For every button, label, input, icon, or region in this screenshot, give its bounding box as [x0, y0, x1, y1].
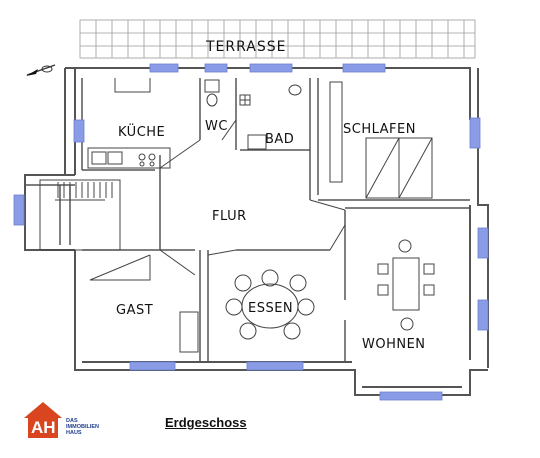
dining-set-essen	[225, 269, 315, 340]
window	[379, 391, 443, 401]
room-label-wc: WC	[205, 119, 228, 134]
window	[149, 63, 179, 73]
window	[469, 117, 481, 149]
window	[249, 63, 293, 73]
company-logo: AH DAS IMMOBILIEN HAUS	[22, 398, 118, 444]
logo-line-2: IMMOBILIEN	[66, 424, 99, 430]
room-label-essen: ESSEN	[248, 301, 293, 316]
window	[73, 119, 85, 143]
window	[246, 361, 304, 371]
door-swings	[159, 199, 346, 276]
terrace-area	[79, 19, 476, 59]
dining-set-wohnen	[377, 239, 435, 331]
window	[477, 227, 489, 259]
interior-walls	[25, 78, 470, 362]
logo-monogram: AH	[31, 418, 56, 437]
logo-line-1: DAS	[66, 418, 78, 424]
room-label-bad: BAD	[265, 132, 294, 147]
window	[342, 63, 386, 73]
terrace-label: TERRASSE	[205, 39, 286, 55]
window	[129, 361, 176, 371]
window	[477, 299, 489, 331]
room-label-kueche: KÜCHE	[118, 123, 165, 140]
staircase	[39, 179, 121, 251]
kitchen-counter	[87, 78, 201, 169]
house-logo-icon: AH	[24, 402, 62, 438]
room-label-gast: GAST	[116, 303, 153, 318]
room-label-wohnen: WOHNEN	[362, 337, 426, 352]
bathroom-fixtures	[204, 79, 302, 150]
windows	[13, 63, 489, 401]
logo-wordmark: DAS IMMOBILIEN HAUS	[66, 418, 99, 436]
north-arrow-icon	[26, 64, 56, 76]
room-label-schlafen: SCHLAFEN	[343, 122, 416, 137]
wardrobe	[329, 81, 433, 199]
logo-line-3: HAUS	[66, 430, 82, 436]
window	[13, 194, 25, 226]
guest-room-cabinet	[89, 254, 199, 353]
floor-caption: Erdgeschoss	[165, 415, 247, 430]
room-label-flur: FLUR	[212, 209, 247, 224]
window	[204, 63, 228, 73]
